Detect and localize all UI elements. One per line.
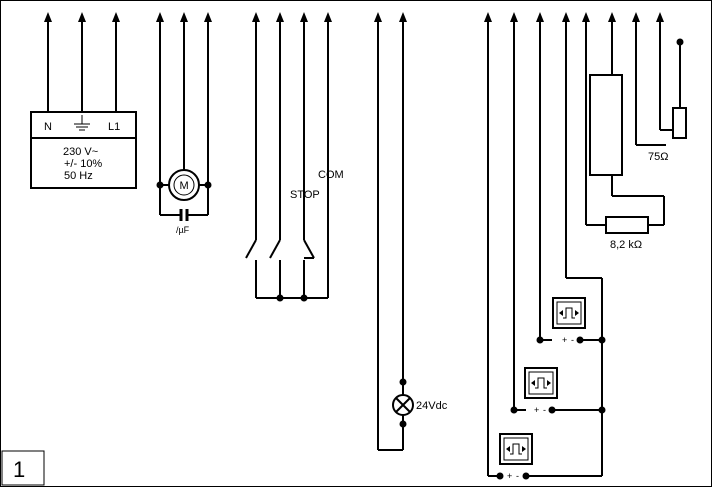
terminal-n-label: N bbox=[44, 121, 52, 133]
power-supply-box bbox=[30, 111, 137, 189]
resistor-75-label: 75Ω bbox=[648, 151, 668, 163]
lamp-label: 24Vdc bbox=[416, 400, 448, 412]
arrow-earth bbox=[78, 12, 86, 22]
tolerance-label: +/- 10% bbox=[64, 158, 102, 170]
com-label: COM bbox=[318, 169, 344, 181]
edge-group: 8,2 kΩ 75Ω bbox=[582, 12, 687, 251]
capacitor-label: /µF bbox=[176, 225, 190, 235]
lamp-icon bbox=[392, 394, 414, 416]
open-contact-1 bbox=[245, 239, 257, 259]
power-supply-group: N L1 230 V~ +/- 10% 50 Hz bbox=[30, 12, 137, 189]
arrow-n bbox=[44, 12, 52, 22]
terminal-l1-label: L1 bbox=[108, 121, 120, 133]
resistor-75-icon bbox=[672, 107, 687, 139]
motor-icon bbox=[168, 169, 200, 201]
resistor-8k2-label: 8,2 kΩ bbox=[610, 239, 642, 251]
photocell-2-minus: - bbox=[543, 405, 546, 415]
motor-symbol: M bbox=[180, 180, 189, 192]
arrow-l1 bbox=[112, 12, 120, 22]
voltage-label: 230 V~ bbox=[63, 146, 98, 158]
capacitor-icon bbox=[179, 209, 189, 221]
photocell-2-plus: + bbox=[534, 405, 539, 415]
stop-contact bbox=[303, 239, 315, 259]
resistor-8k2-icon bbox=[605, 216, 649, 234]
figure-number-box: 1 bbox=[1, 450, 45, 486]
earth-icon bbox=[74, 115, 90, 131]
controls-group: STOP COM bbox=[245, 12, 344, 302]
figure-number: 1 bbox=[13, 457, 25, 482]
lamp-group: 24Vdc bbox=[374, 12, 448, 451]
open-contact-2 bbox=[269, 239, 281, 259]
stop-label: STOP bbox=[290, 189, 320, 201]
photocell-receiver-3: + - bbox=[488, 433, 602, 481]
photocells-group: + - + - + bbox=[484, 12, 606, 481]
photocell-receiver-1: + - bbox=[536, 297, 606, 345]
photocell-1-minus: - bbox=[571, 335, 574, 345]
photocell-1-plus: + bbox=[562, 335, 567, 345]
photocell-receiver-2: + - bbox=[510, 367, 606, 415]
photocell-3-plus: + bbox=[507, 471, 512, 481]
frequency-label: 50 Hz bbox=[64, 170, 93, 182]
motor-group: M /µF bbox=[156, 12, 212, 235]
photocell-3-minus: - bbox=[516, 471, 519, 481]
safety-edge-icon bbox=[589, 74, 623, 176]
